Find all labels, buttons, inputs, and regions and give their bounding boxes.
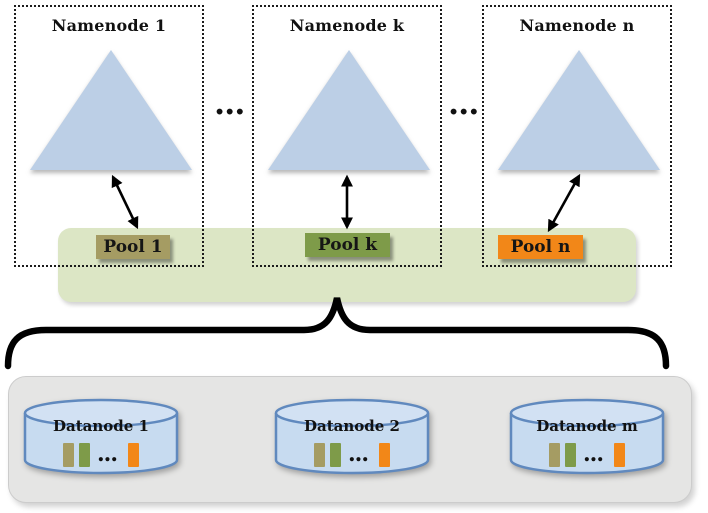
namenode-triangle-icon	[30, 50, 192, 170]
namenode-ellipsis-separator: ...	[448, 84, 479, 122]
block-pooln-icon	[379, 443, 390, 467]
datanode-2-label: Datanode 2	[304, 417, 400, 435]
block-poolk-icon	[79, 443, 90, 467]
block-ellipsis: ...	[97, 441, 118, 467]
datanode-m-label: Datanode m	[536, 417, 638, 435]
datanode-1: Datanode 1 ...	[23, 398, 179, 478]
datanode-2: Datanode 2 ...	[274, 398, 430, 478]
pool-chip-n: Pool n	[498, 235, 583, 259]
datanode-1-label: Datanode 1	[53, 417, 149, 435]
block-bars: ...	[274, 442, 430, 468]
namenode-triangle-icon	[498, 50, 660, 170]
block-pooln-icon	[614, 443, 625, 467]
namenode-box-k: Namenode k	[252, 5, 442, 267]
namenode-1-label: Namenode 1	[51, 16, 167, 35]
namenode-ellipsis-separator: ...	[214, 84, 245, 122]
pool-chip-1: Pool 1	[96, 235, 170, 259]
datanode-m: Datanode m ...	[509, 398, 665, 478]
block-poolk-icon	[330, 443, 341, 467]
block-pool1-icon	[63, 443, 74, 467]
namenode-triangle-icon	[268, 50, 430, 170]
namenode-box-n: Namenode n	[482, 5, 672, 267]
block-poolk-icon	[565, 443, 576, 467]
namenode-k-label: Namenode k	[289, 16, 405, 35]
namenode-box-1: Namenode 1	[14, 5, 204, 267]
curly-brace-icon	[4, 297, 670, 370]
pool-chip-k: Pool k	[305, 233, 390, 257]
block-pool1-icon	[549, 443, 560, 467]
block-ellipsis: ...	[583, 441, 604, 467]
block-pooln-icon	[128, 443, 139, 467]
block-ellipsis: ...	[348, 441, 369, 467]
namenode-n-label: Namenode n	[519, 16, 635, 35]
block-pool1-icon	[314, 443, 325, 467]
block-bars: ...	[23, 442, 179, 468]
block-bars: ...	[509, 442, 665, 468]
